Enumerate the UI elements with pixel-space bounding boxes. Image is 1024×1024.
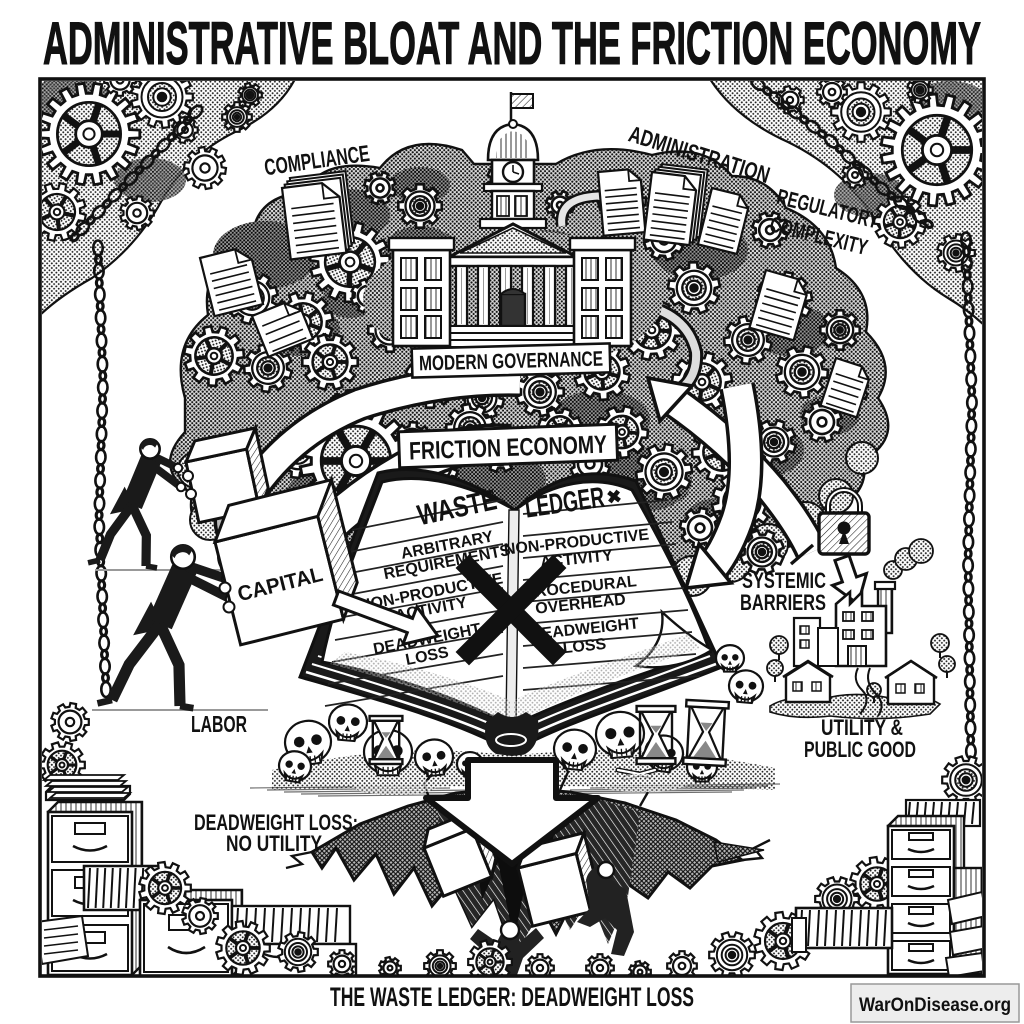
svg-text:UTILITY &: UTILITY & [821,715,903,740]
svg-text:BARRIERS: BARRIERS [740,590,826,615]
svg-text:WarOnDisease.org: WarOnDisease.org [859,995,1011,1016]
svg-text:LOSS: LOSS [562,636,607,657]
svg-text:THE WASTE LEDGER: DEADWEIGHT L: THE WASTE LEDGER: DEADWEIGHT LOSS [330,982,694,1012]
svg-text:FRICTION ECONOMY: FRICTION ECONOMY [409,431,608,466]
svg-text:ADMINISTRATIVE BLOAT AND THE F: ADMINISTRATIVE BLOAT AND THE FRICTION EC… [43,10,981,77]
svg-text:NO UTILITY: NO UTILITY [226,831,322,856]
svg-text:SYSTEMIC: SYSTEMIC [742,568,826,593]
svg-text:✖: ✖ [605,486,623,508]
svg-text:LABOR: LABOR [191,711,247,737]
svg-text:MODERN GOVERNANCE: MODERN GOVERNANCE [419,348,604,376]
svg-text:DEADWEIGHT LOSS:: DEADWEIGHT LOSS: [194,810,358,835]
svg-text:PUBLIC GOOD: PUBLIC GOOD [804,737,916,762]
